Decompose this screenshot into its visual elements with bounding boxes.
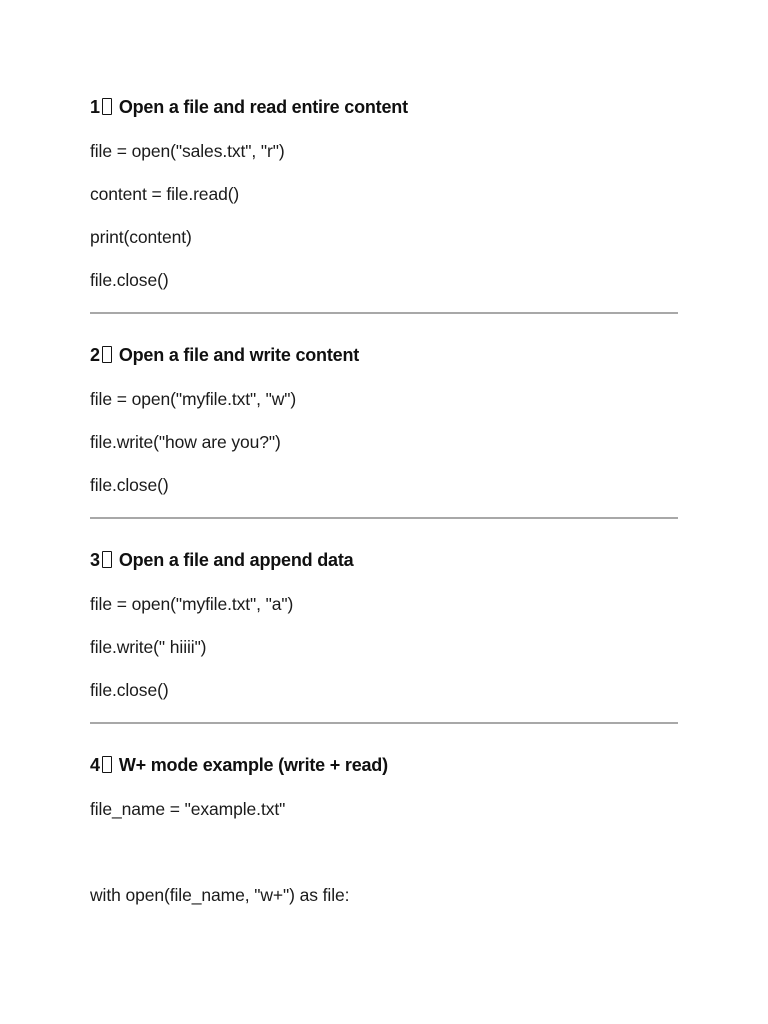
section-number: 1 [90,97,100,117]
code-line: print(content) [90,227,192,247]
code-line: with open(file_name, "w+") as file: [90,885,350,905]
code-line: file.close() [90,475,169,495]
section-title: Open a file and write content [118,345,360,365]
code-line: file = open("sales.txt", "r") [90,141,285,161]
code-line: file.write(" hiiii") [90,637,207,657]
document-content: 1 Open a file and read entire content fil… [90,96,678,906]
section-heading: 1 Open a file and read entire content [90,96,678,118]
code-example-section: 4 W+ mode example (write + read) file_nam… [90,754,678,906]
blank-line [90,841,678,863]
section-divider [90,722,678,724]
missing-glyph-box-icon [101,346,112,363]
code-line: file.close() [90,270,169,290]
section-heading: 2 Open a file and write content [90,344,678,366]
code-example-section: 3 Open a file and append data file = open… [90,549,678,724]
code-example-section: 2 Open a file and write content file = op… [90,344,678,519]
missing-glyph-box-icon [101,551,112,568]
code-line: file = open("myfile.txt", "w") [90,389,297,409]
code-example-section: 1 Open a file and read entire content fil… [90,96,678,314]
section-heading: 3 Open a file and append data [90,549,678,571]
code-line: file.write("how are you?") [90,432,281,452]
section-number: 3 [90,550,100,570]
section-title: W+ mode example (write + read) [118,755,388,775]
section-divider [90,517,678,519]
section-number: 2 [90,345,100,365]
missing-glyph-box-icon [101,756,112,773]
code-line: file.close() [90,680,169,700]
section-title: Open a file and read entire content [118,97,408,117]
code-line: file = open("myfile.txt", "a") [90,594,294,614]
code-line: content = file.read() [90,184,240,204]
missing-glyph-box-icon [101,98,112,115]
code-line: file_name = "example.txt" [90,799,286,819]
section-heading: 4 W+ mode example (write + read) [90,754,678,776]
section-title: Open a file and append data [118,550,354,570]
section-divider [90,312,678,314]
section-number: 4 [90,755,100,775]
